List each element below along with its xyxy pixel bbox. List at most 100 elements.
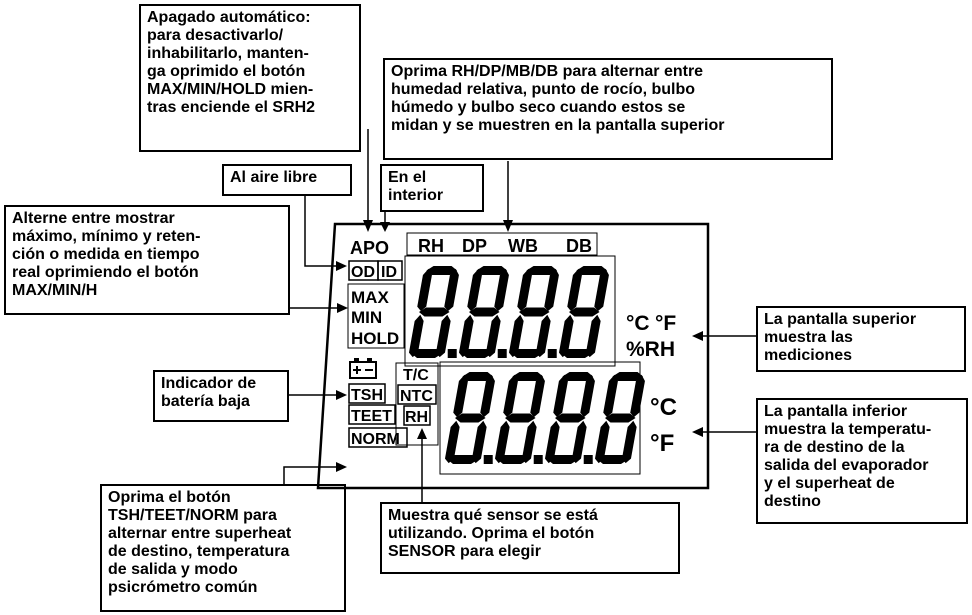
- lower-digit-4-seg-e: [594, 420, 610, 464]
- upper-digit-2-seg-f: [467, 268, 482, 312]
- lower-digit-3-seg-a: [562, 372, 594, 381]
- lower-digit-1-seg-d: [447, 455, 479, 464]
- upper-digit-3-decimal-point: [547, 349, 557, 358]
- upper-digit-1-seg-e: [408, 314, 424, 358]
- upper-digit-4-seg-b: [594, 268, 609, 312]
- lcd-norm: NORM: [351, 431, 400, 448]
- lower-digit-2-seg-f: [503, 374, 518, 418]
- lower-digit-3-decimal-point: [583, 455, 593, 464]
- upper-digit-3-seg-e: [508, 314, 524, 358]
- lcd-upper-c: °C: [626, 312, 650, 335]
- lower-digit-2-seg-b: [530, 374, 545, 418]
- lcd-rh-top: RH: [418, 236, 444, 256]
- lower-digit-2-seg-c: [521, 420, 537, 464]
- upper-digit-2-seg-e: [458, 314, 474, 358]
- upper-digit-2-seg-g: [468, 307, 500, 317]
- callout-tsh-teet-norm: Oprima el botón TSH/TEET/NORM para alter…: [100, 484, 346, 612]
- lower-digit-1-decimal-point: [483, 455, 493, 464]
- upper-digit-3-seg-g: [518, 307, 550, 317]
- upper-digit-1-seg-a: [426, 266, 458, 275]
- callout-upper-display: La pantalla superior muestra las medicio…: [756, 306, 966, 372]
- arrow-indoor: [380, 222, 390, 232]
- lower-digit-4-seg-b: [630, 374, 645, 418]
- arrowheads: [336, 220, 703, 472]
- upper-digit-1-seg-b: [444, 268, 459, 312]
- upper-digit-1-seg-f: [417, 268, 432, 312]
- lower-digit-3-seg-e: [544, 420, 560, 464]
- lcd-max: MAX: [351, 288, 389, 307]
- upper-digit-box: [404, 255, 616, 367]
- upper-digit-1-seg-c: [435, 314, 451, 358]
- callout-low-battery: Indicador de batería baja: [153, 370, 289, 422]
- callout-indoor: En el interior: [380, 164, 484, 212]
- lower-digit-4-seg-f: [603, 374, 618, 418]
- lower-digit-3-seg-b: [580, 374, 595, 418]
- callout-auto-off: Apagado automático: para desactivarlo/ i…: [139, 4, 361, 152]
- lower-digit-4-seg-c: [621, 420, 637, 464]
- upper-digit-2-seg-d: [461, 349, 493, 358]
- upper-digit-4-seg-g: [568, 307, 600, 317]
- lcd-apo: APO: [350, 238, 389, 258]
- lower-digit-2-seg-a: [512, 372, 544, 381]
- lcd-wb: WB: [508, 236, 538, 256]
- lower-digit-3-seg-f: [553, 374, 568, 418]
- lcd-min: MIN: [351, 308, 382, 327]
- arrow-battery: [336, 390, 347, 400]
- callout-sensor: Muestra qué sensor se está utilizando. O…: [380, 502, 680, 574]
- arrow-rh-select: [503, 220, 513, 232]
- lcd-tsh: TSH: [351, 387, 383, 404]
- lcd-frame: [316, 222, 710, 490]
- callout-lower-display: La pantalla inferior muestra la temperat…: [756, 398, 968, 524]
- lower-seven-segment-digits: [444, 372, 645, 464]
- lower-digit-1-seg-b: [480, 374, 495, 418]
- upper-digit-3-seg-f: [517, 268, 532, 312]
- upper-digit-2-seg-c: [485, 314, 501, 358]
- arrow-sensor: [417, 428, 427, 439]
- lower-digit-1-seg-c: [471, 420, 487, 464]
- lcd-lower-f: °F: [650, 430, 674, 457]
- lower-digit-1-seg-e: [444, 420, 460, 464]
- lower-digit-2-seg-e: [494, 420, 510, 464]
- upper-digit-4-seg-c: [585, 314, 601, 358]
- upper-digit-4-seg-f: [567, 268, 582, 312]
- lcd-lower-c: °C: [650, 394, 677, 421]
- lower-digit-3-seg-c: [571, 420, 587, 464]
- upper-digit-3-seg-c: [535, 314, 551, 358]
- lcd-ntc: NTC: [400, 388, 433, 405]
- lcd-upper-f: °F: [655, 312, 676, 335]
- upper-digit-2-seg-a: [476, 266, 508, 275]
- upper-digit-4-seg-e: [558, 314, 574, 358]
- arrow-upper-display: [692, 331, 703, 341]
- lower-digit-1-seg-f: [453, 374, 468, 418]
- lcd-hold: HOLD: [351, 329, 399, 348]
- upper-seven-segment-digits: [408, 266, 609, 358]
- callout-max-min-hold: Alterne entre mostrar máximo, mínimo y r…: [4, 205, 290, 315]
- lower-digit-box: [439, 361, 641, 475]
- top-mode-box: [406, 232, 598, 256]
- callout-outdoor: Al aire libre: [222, 164, 352, 196]
- lcd-tc: T/C: [403, 367, 429, 384]
- lcd-dp: DP: [462, 236, 487, 256]
- lower-digit-1-seg-g: [454, 413, 486, 423]
- upper-digit-4-seg-a: [576, 266, 608, 275]
- arrow-tsh: [336, 462, 347, 472]
- lower-digit-2-seg-d: [497, 455, 529, 464]
- lower-digit-3-seg-d: [547, 455, 579, 464]
- lower-digit-4-seg-d: [597, 455, 629, 464]
- lower-digit-2-seg-g: [504, 413, 536, 423]
- leader-tsh: [283, 466, 338, 484]
- upper-digit-4-seg-d: [561, 349, 593, 358]
- lower-digit-1-seg-a: [462, 372, 494, 381]
- arrow-outdoor: [336, 261, 347, 271]
- upper-digit-1-seg-g: [418, 307, 450, 317]
- lcd-teet: TEET: [351, 408, 392, 425]
- upper-digit-3-seg-b: [544, 268, 559, 312]
- upper-digit-3-seg-d: [511, 349, 543, 358]
- upper-digit-2-seg-b: [494, 268, 509, 312]
- arrow-lower-display: [692, 427, 703, 437]
- lcd-od: OD: [351, 264, 375, 281]
- lower-digit-4-seg-a: [612, 372, 644, 381]
- upper-digit-3-seg-a: [526, 266, 558, 275]
- lcd-upper-rh: %RH: [626, 338, 675, 361]
